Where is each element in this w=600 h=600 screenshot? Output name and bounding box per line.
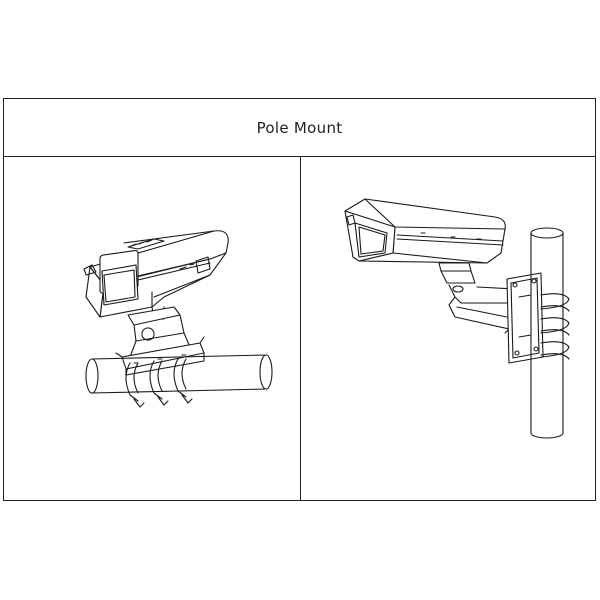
mount-bracket bbox=[116, 307, 204, 375]
mounting-plate bbox=[507, 273, 543, 363]
camera-housing bbox=[345, 199, 505, 263]
diagram-frame: Pole Mount bbox=[3, 98, 596, 501]
panel-divider bbox=[300, 157, 301, 500]
figure-vertical-pole-mount bbox=[301, 157, 595, 500]
camera-housing bbox=[84, 231, 228, 317]
horizontal-pole bbox=[86, 355, 272, 393]
camera-on-horizontal-pole-icon bbox=[4, 157, 300, 500]
pole-straps bbox=[541, 294, 569, 359]
page-title: Pole Mount bbox=[256, 118, 343, 137]
vertical-pole bbox=[531, 228, 563, 438]
pole-clamps bbox=[126, 359, 192, 407]
figure-horizontal-pole-mount bbox=[4, 157, 300, 500]
camera-on-vertical-pole-icon bbox=[301, 157, 595, 500]
wall-arm-bracket bbox=[439, 263, 515, 333]
title-row: Pole Mount bbox=[4, 99, 595, 157]
